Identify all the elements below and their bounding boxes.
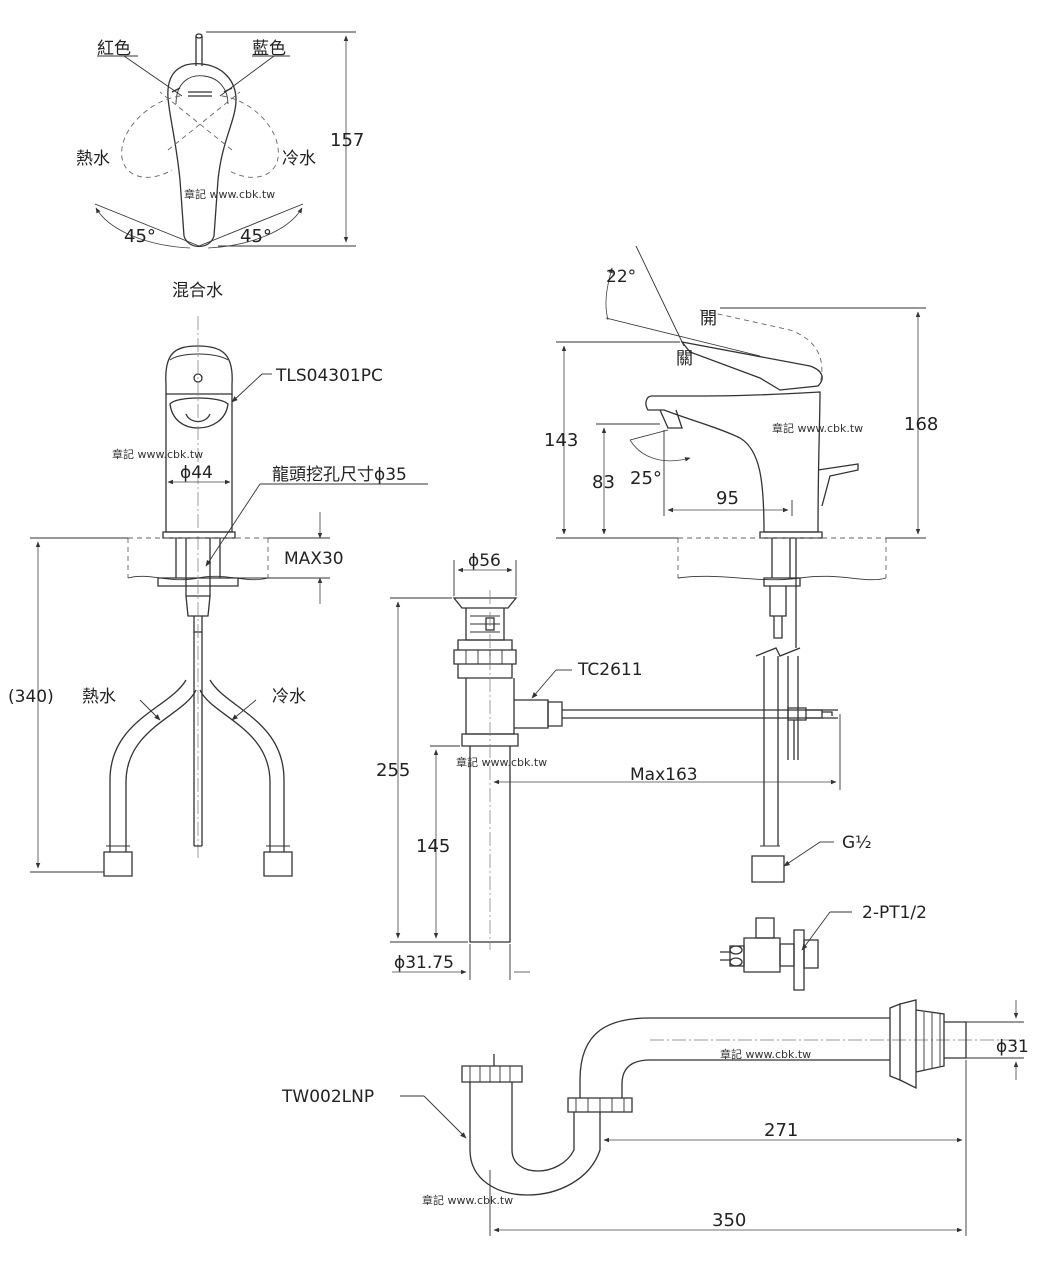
watermark-1: 章記 www.cbk.tw [184,187,275,201]
spout-angle: 25° [630,468,662,489]
wall-length: 271 [764,1120,798,1141]
drain-model: TC2611 [577,660,643,680]
red-label: 紅色 [97,39,131,59]
max-rod-length: Max163 [630,765,698,785]
height-closed: 143 [544,430,578,451]
outlet-diameter: ϕ31 [996,1037,1029,1057]
watermark-6: 章記 www.cbk.tw [422,1193,513,1207]
hot-label: 熱水 [76,149,110,169]
p-trap: TW002LNP ϕ31 271 350 章記 www.cbk.tw 章記 ww… [281,999,1029,1236]
angle-valve: 2-PT1/2 [720,903,927,991]
open-label: 開 [700,309,717,329]
tail-length: 145 [416,836,450,857]
watermark-3: 章記 www.cbk.tw [772,421,863,435]
total-length: (340) [8,687,54,707]
trap-model: TW002LNP [281,1087,374,1107]
front-view: TLS04301PC ϕ44 龍頭挖孔尺寸ϕ35 MAX30 (340) 熱水 … [8,316,428,877]
close-label: 關 [676,349,693,369]
drain-top-diameter: ϕ56 [468,551,501,571]
inlet-thread: G½ [842,833,872,853]
spout-height: 83 [592,472,615,493]
angle-right: 45° [240,226,272,247]
blue-label: 藍色 [252,39,286,59]
watermark-5: 章記 www.cbk.tw [720,1047,811,1061]
valve-label: 2-PT1/2 [862,903,927,923]
tube-diameter: ϕ31.75 [394,953,454,973]
drain-assembly: ϕ56 TC2611 255 145 Max163 ϕ31.75 章記 www.… [376,551,841,980]
front-cold-label: 冷水 [272,687,306,707]
watermark-4: 章記 www.cbk.tw [456,755,547,769]
height-open: 168 [904,414,938,435]
hole-size-label: 龍頭挖孔尺寸ϕ35 [272,465,407,485]
faucet-model: TLS04301PC [275,366,383,386]
top-view: 紅色 藍色 熱水 冷水 45° 45° 157 混合水 章記 www.cbk.t… [76,31,364,301]
cold-label: 冷水 [282,149,316,169]
body-diameter: ϕ44 [180,463,213,483]
side-view: 22° 開 關 143 168 83 25° 95 G½ 章記 www.cbk.… [544,245,938,883]
tilt-angle: 22° [606,267,636,287]
angle-left: 45° [124,226,156,247]
trap-total-length: 350 [712,1210,746,1231]
watermark-2: 章記 www.cbk.tw [112,447,203,461]
spout-reach: 95 [716,488,739,509]
drain-length: 255 [376,760,410,781]
depth-dimension: 157 [330,130,364,151]
front-hot-label: 熱水 [82,687,116,707]
max-thickness: MAX30 [284,549,344,569]
mix-label: 混合水 [172,281,223,301]
